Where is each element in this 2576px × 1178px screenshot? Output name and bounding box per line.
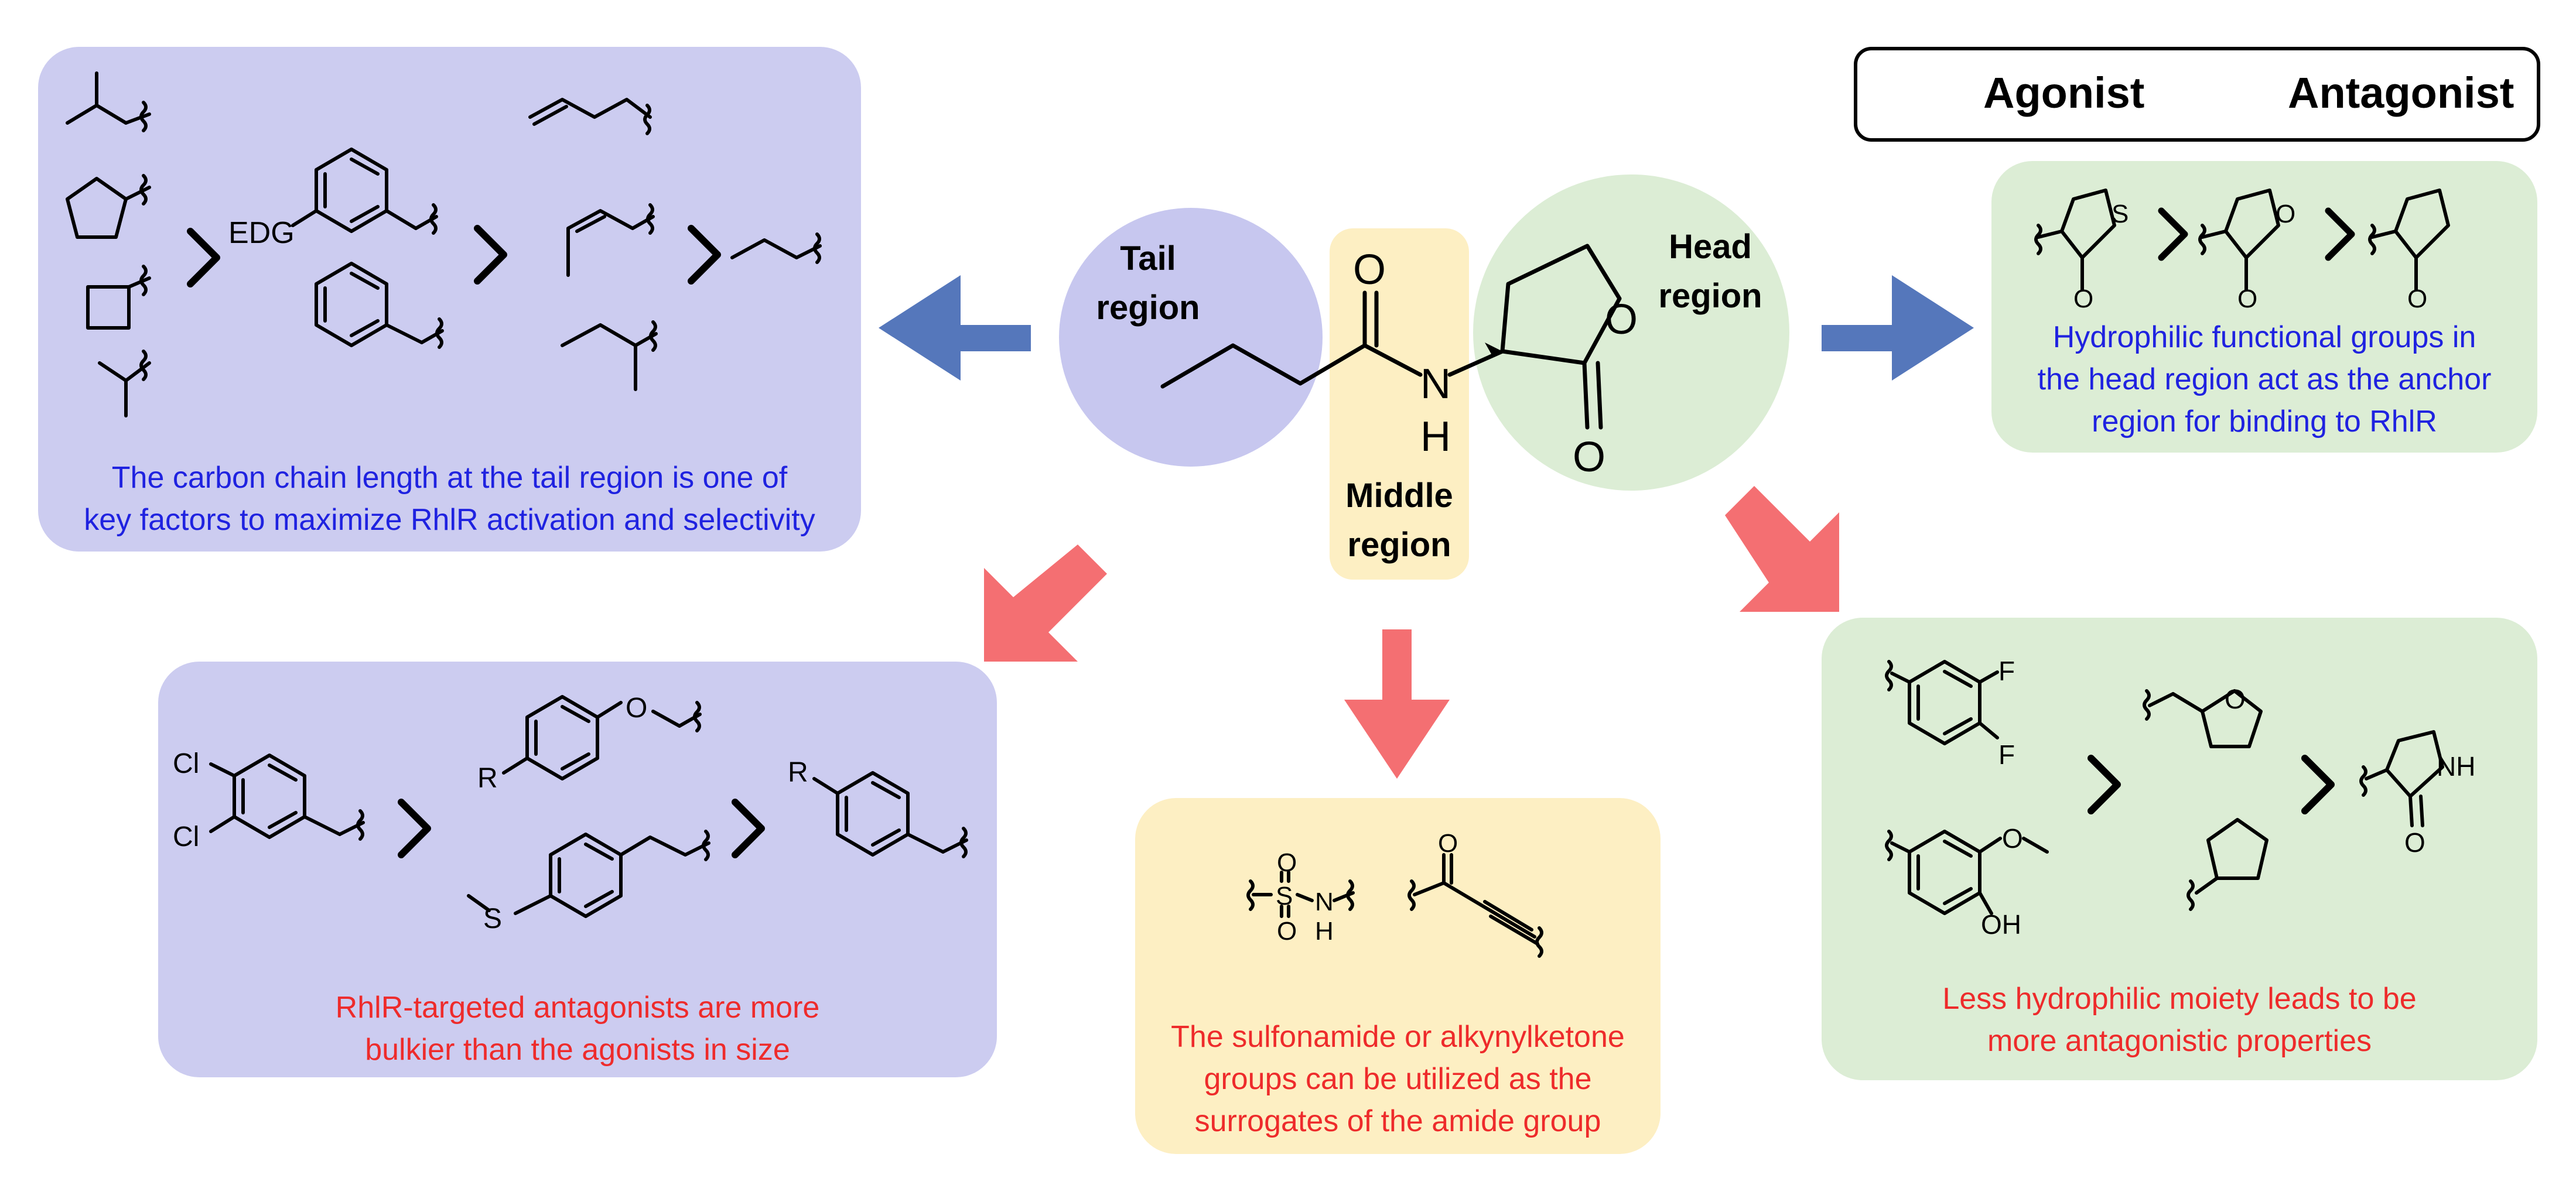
- middle-region-label: Middle region: [1345, 477, 1453, 564]
- head-region-circle: [1473, 174, 1789, 491]
- middle-antagonist-structures: [1246, 853, 1543, 958]
- atom-oh-phenol: OH: [1981, 909, 2021, 940]
- atom-f-upper: F: [1998, 656, 2015, 686]
- tail-agonist-caption: The carbon chain length at the tail regi…: [84, 461, 815, 537]
- atom-amide-nitrogen: N: [1420, 361, 1451, 407]
- edg-label: EDG: [228, 216, 295, 250]
- atom-o-sulfonyl-top: O: [1277, 848, 1297, 877]
- tail-agonist-structures: [66, 71, 822, 417]
- atom-f-lower: F: [1998, 739, 2015, 770]
- tail-antagonist-panel: [158, 662, 997, 1077]
- atom-o-lactam: O: [2404, 827, 2425, 858]
- middle-antagonist-panel: [1135, 798, 1661, 1154]
- tail-antagonist-atoms: Cl Cl R O S R: [173, 693, 808, 934]
- atom-h-sulfonamide: H: [1315, 917, 1334, 946]
- head-agonist-atoms: S O O O O: [2073, 200, 2427, 313]
- atom-o-lactone-ring: O: [2276, 200, 2295, 228]
- head-antagonist-atoms: F F O OH O NH O: [1981, 656, 2475, 940]
- tail-region-label: Tail region: [1096, 239, 1200, 327]
- legend: Agonist Antagonist: [1854, 47, 2540, 142]
- head-agonist-panel: [1991, 161, 2537, 453]
- atom-o-phenoxy: O: [626, 693, 647, 724]
- atom-cl-upper: Cl: [173, 748, 199, 779]
- head-agonist-structures: [2034, 189, 2450, 292]
- atom-lactone-carbonyl-oxygen: O: [1573, 434, 1605, 481]
- atom-o-ketone: O: [1438, 829, 1458, 858]
- agonist-arrow-right: [1822, 275, 1974, 381]
- head-antagonist-structures: [1885, 660, 2444, 915]
- middle-region-box: [1330, 228, 1469, 580]
- middle-antagonist-caption: The sulfonamide or alkynylketone groups …: [1171, 1020, 1625, 1138]
- center-molecule-bonds: [1160, 244, 1622, 430]
- atom-n-sulfonamide: N: [1315, 888, 1334, 916]
- antagonist-arrow-down: [1344, 629, 1450, 779]
- atom-o-cyclopentanone: O: [2407, 285, 2427, 313]
- atom-r-benzyl: R: [788, 757, 808, 788]
- head-agonist-caption: Hydrophilic functional groups in the hea…: [2037, 320, 2492, 439]
- atom-amide-hydrogen: H: [1420, 413, 1451, 460]
- atom-s-thioether: S: [483, 903, 502, 934]
- head-antagonist-caption: Less hydrophilic moiety leads to be more…: [1942, 982, 2417, 1058]
- atom-cl-lower: Cl: [173, 821, 199, 852]
- legend-agonist-label: Agonist: [1983, 69, 2145, 117]
- atom-carbonyl-oxygen: O: [1353, 246, 1386, 293]
- atom-s-thiolactone: S: [2112, 200, 2129, 228]
- legend-antagonist-label: Antagonist: [2288, 69, 2514, 117]
- tail-agonist-labels: EDG: [228, 216, 295, 250]
- atom-o-thf: O: [2225, 684, 2246, 714]
- atom-o-methoxy: O: [2002, 823, 2023, 854]
- antagonist-arrow-down-right: [1725, 486, 1839, 612]
- center-molecule-atoms: O N H O O: [1353, 246, 1638, 481]
- atom-nh-lactam: NH: [2437, 751, 2475, 782]
- tail-antagonist-structures: [209, 695, 968, 918]
- tail-agonist-panel: [38, 47, 861, 552]
- atom-ring-oxygen: O: [1605, 296, 1638, 343]
- atom-s-sulfonyl: S: [1276, 882, 1293, 910]
- head-antagonist-panel: [1822, 618, 2537, 1080]
- atom-o-thiolactone: O: [2073, 285, 2093, 313]
- atom-o-lactone: O: [2237, 285, 2257, 313]
- atom-r-phenoxy: R: [477, 763, 498, 794]
- agonist-arrow-left: [879, 275, 1031, 381]
- center-stereo-wedge: [1485, 343, 1502, 356]
- atom-o-sulfonyl-bottom: O: [1277, 917, 1297, 946]
- tail-antagonist-caption: RhlR-targeted antagonists are more bulki…: [335, 991, 820, 1067]
- head-region-label: Head region: [1658, 228, 1762, 315]
- tail-region-circle: [1059, 208, 1323, 467]
- antagonist-arrow-down-left: [984, 545, 1107, 662]
- middle-antagonist-atoms: S O O N H O: [1276, 829, 1458, 946]
